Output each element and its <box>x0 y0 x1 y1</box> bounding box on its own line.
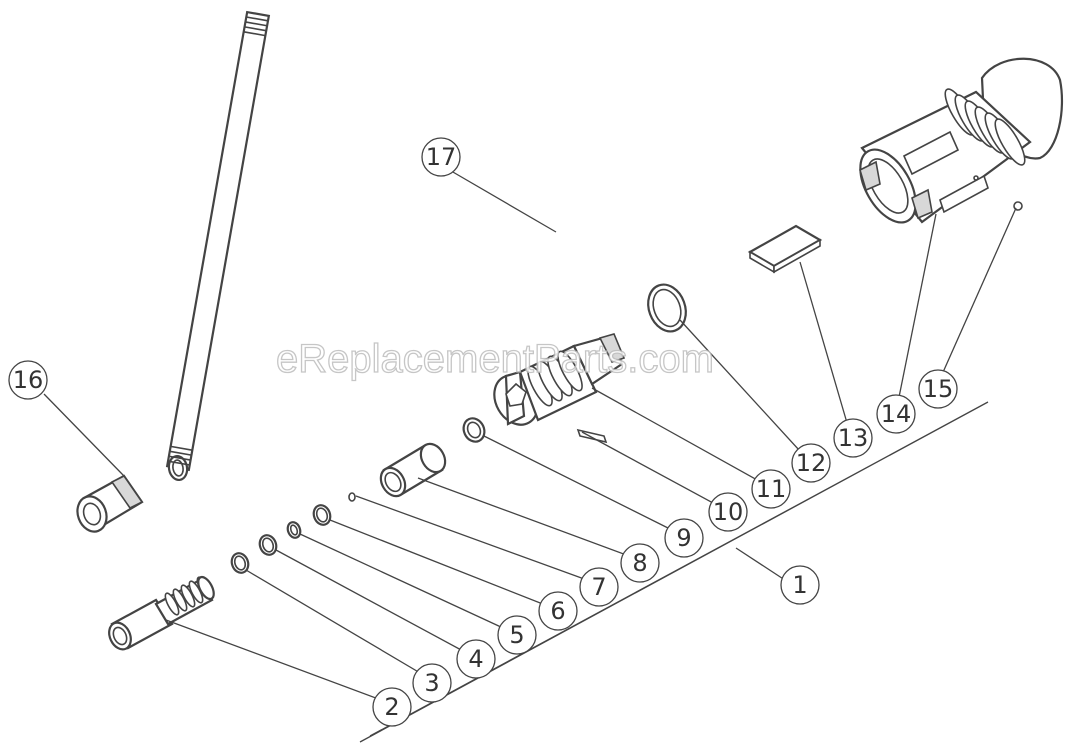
leader-6 <box>329 519 559 611</box>
callout-12[interactable]: 12 <box>791 443 831 483</box>
part-9-ring[interactable] <box>460 415 488 445</box>
callout-label: 6 <box>550 597 565 625</box>
callout-label: 2 <box>384 693 399 721</box>
part-2-valve-stem[interactable] <box>105 575 217 653</box>
leader-15 <box>935 207 1017 389</box>
callout-17[interactable]: 17 <box>421 137 461 177</box>
leader-11 <box>591 387 769 487</box>
part-17-wand-tube[interactable] <box>165 10 271 482</box>
callout-label: 8 <box>632 549 647 577</box>
watermark: eReplacementParts.com <box>276 337 714 381</box>
callout-14[interactable]: 14 <box>876 394 916 434</box>
callout-15[interactable]: 15 <box>918 369 958 409</box>
callout-7[interactable]: 7 <box>579 567 619 607</box>
callout-label: 12 <box>796 449 827 477</box>
callout-4[interactable]: 4 <box>456 639 496 679</box>
callout-label: 13 <box>838 424 869 452</box>
callout-16[interactable]: 16 <box>8 360 48 400</box>
part-16-nut-fitting[interactable] <box>73 474 144 536</box>
callout-label: 7 <box>591 573 606 601</box>
leader-2 <box>165 619 393 705</box>
part-6-ring[interactable] <box>311 503 333 527</box>
part-13-label-plate[interactable] <box>747 224 823 274</box>
callout-label: 15 <box>923 375 954 403</box>
callout-8[interactable]: 8 <box>620 543 660 583</box>
leader-17 <box>445 167 557 233</box>
callout-label: 16 <box>13 366 44 394</box>
callout-5[interactable]: 5 <box>497 615 537 655</box>
callout-11[interactable]: 11 <box>751 469 791 509</box>
callout-label: 10 <box>713 498 744 526</box>
part-5-ring[interactable] <box>286 520 303 539</box>
leader-14 <box>895 213 937 413</box>
part-4-ring[interactable] <box>257 533 279 557</box>
part-8-sleeve[interactable] <box>376 440 450 501</box>
part-3-ring[interactable] <box>229 551 251 575</box>
part-11-valve-body[interactable] <box>486 333 626 433</box>
leader-10 <box>581 431 727 511</box>
leader-5 <box>299 533 517 635</box>
part-12-o-ring[interactable] <box>642 279 692 336</box>
leader-8 <box>417 477 641 561</box>
leader-3 <box>245 569 433 681</box>
assembly-bracket <box>359 401 989 743</box>
callout-2[interactable]: 2 <box>372 687 412 727</box>
callout-label: 14 <box>881 400 912 428</box>
leader-13 <box>799 261 853 441</box>
callout-13[interactable]: 13 <box>833 418 873 458</box>
leader-4 <box>275 549 477 659</box>
leader-7 <box>355 495 599 585</box>
callout-label: 1 <box>792 571 807 599</box>
callout-6[interactable]: 6 <box>538 591 578 631</box>
leader-16 <box>43 393 125 477</box>
callout-1[interactable]: 1 <box>780 565 820 605</box>
part-7-pin[interactable] <box>348 492 356 502</box>
callout-label: 3 <box>424 669 439 697</box>
callout-10[interactable]: 10 <box>708 492 748 532</box>
callout-3[interactable]: 3 <box>412 663 452 703</box>
part-14-handle-grip[interactable] <box>849 57 1064 232</box>
callout-label: 4 <box>468 645 483 673</box>
callout-label: 9 <box>676 524 691 552</box>
callout-9[interactable]: 9 <box>664 518 704 558</box>
leader-12 <box>679 319 811 463</box>
callout-label: 11 <box>756 475 787 503</box>
callout-label: 5 <box>509 621 524 649</box>
callout-label: 17 <box>426 143 457 171</box>
leader-9 <box>483 435 685 537</box>
